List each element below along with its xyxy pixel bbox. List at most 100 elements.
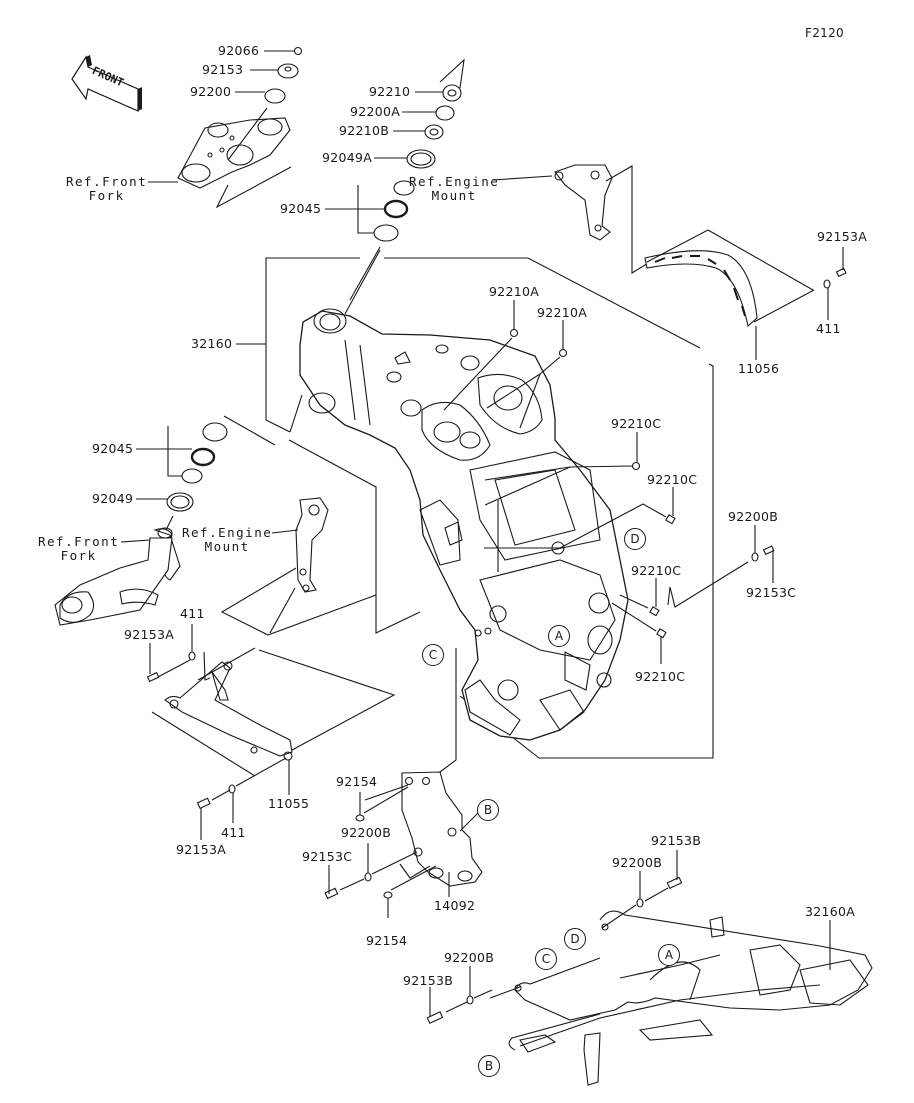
bolt-92153b-right (667, 850, 681, 888)
callout-c-subframe: C (535, 948, 557, 970)
bracket-11056 (645, 230, 814, 360)
washer-92200b-right (752, 525, 758, 561)
screw-92154-bottom (384, 892, 392, 918)
ref-front-fork-top-line1: Ref.Front (66, 174, 148, 189)
washer-411-left (158, 624, 210, 680)
ref-engine-mount-top[interactable]: Ref.Engine Mount (409, 175, 499, 203)
nut-92210c-4 (612, 603, 666, 664)
seal-92049a (407, 150, 435, 168)
ref-engine-mount-mid-line2: Mount (204, 539, 250, 554)
bolt-92153a-left (148, 643, 159, 681)
steering-nut-92210 (440, 60, 464, 101)
main-frame-32160 (300, 250, 628, 740)
lower-triple-clamp (55, 528, 180, 625)
part-label-92200a[interactable]: 92200A (350, 104, 401, 119)
callout-d-subframe: D (564, 928, 586, 950)
callout-a-subframe: A (658, 944, 680, 966)
part-label-92049a[interactable]: 92049A (322, 150, 373, 165)
bolt-92153a-top-right (837, 247, 846, 276)
washer-92200 (265, 89, 285, 103)
part-label-92210a-2[interactable]: 92210A (537, 305, 588, 320)
part-label-92154-bottom[interactable]: 92154 (366, 933, 408, 948)
part-label-92200b-bottom-right[interactable]: 92200B (612, 855, 663, 870)
washer-92200b-mid (365, 843, 417, 881)
front-direction-arrow: FRONT (68, 55, 142, 119)
part-label-92210c-2[interactable]: 92210C (647, 472, 698, 487)
washer-92200b-bottom-mid (467, 966, 492, 1004)
ref-engine-mount-top-line1: Ref.Engine (409, 174, 500, 189)
part-label-92153a-bottom-left[interactable]: 92153A (176, 842, 227, 857)
part-label-411-bottom-left[interactable]: 411 (221, 825, 246, 840)
ref-front-fork-mid[interactable]: Ref.Front Fork (38, 535, 119, 563)
part-label-32160[interactable]: 32160 (191, 336, 233, 351)
part-label-92200b-bottom-mid[interactable]: 92200B (444, 950, 495, 965)
ref-front-fork-mid-line2: Fork (60, 548, 97, 563)
part-label-92045-mid[interactable]: 92045 (92, 441, 134, 456)
bracket-11055 (152, 648, 394, 776)
part-label-92153a-left[interactable]: 92153A (124, 627, 175, 642)
part-label-32160a[interactable]: 32160A (805, 904, 856, 919)
ref-engine-mount-mid[interactable]: Ref.Engine Mount (182, 526, 272, 554)
callout-c-frame: C (422, 644, 444, 666)
plug-92066 (295, 48, 302, 55)
part-label-92210c-1[interactable]: 92210C (611, 416, 662, 431)
part-label-92153c-mid[interactable]: 92153C (302, 849, 353, 864)
part-label-92153c-right[interactable]: 92153C (746, 585, 797, 600)
screw-92154-top (356, 792, 364, 821)
bracket-14092 (364, 648, 482, 897)
part-label-92066[interactable]: 92066 (218, 43, 260, 58)
ref-engine-mount-mid-line1: Ref.Engine (182, 525, 273, 540)
part-label-92210c-4[interactable]: 92210C (635, 669, 686, 684)
washer-92200b-bottom-right (637, 871, 668, 907)
part-label-92045-top[interactable]: 92045 (280, 201, 322, 216)
part-label-11056[interactable]: 11056 (738, 361, 780, 376)
part-label-14092[interactable]: 14092 (434, 898, 476, 913)
part-label-92154-top[interactable]: 92154 (336, 774, 378, 789)
callout-b-subframe: B (478, 1055, 500, 1077)
bolt-92153c-right (764, 546, 774, 583)
bearing-set-92045-top (350, 181, 414, 300)
part-label-92210c-3[interactable]: 92210C (631, 563, 682, 578)
engine-mount-top (555, 165, 650, 273)
ref-front-fork-top-line2: Fork (88, 188, 125, 203)
nut-92210a-2 (487, 320, 567, 428)
callout-b-bracket: B (477, 799, 499, 821)
part-label-92210a-1[interactable]: 92210A (489, 284, 540, 299)
washer-411-bottom-left (229, 758, 286, 823)
nut-92210c-1 (485, 432, 640, 505)
cap-nut-92153 (278, 64, 298, 78)
part-label-11055[interactable]: 11055 (268, 796, 310, 811)
part-label-92153a-top-right[interactable]: 92153A (817, 229, 868, 244)
nut-92210a-1 (444, 300, 518, 410)
locknut-92210b (425, 125, 443, 139)
part-label-92049[interactable]: 92049 (92, 491, 134, 506)
part-label-92210[interactable]: 92210 (369, 84, 411, 99)
bearing-set-92045-mid (168, 416, 275, 483)
callout-a-frame: A (548, 625, 570, 647)
part-label-92153b-bottom-mid[interactable]: 92153B (403, 973, 454, 988)
washer-411-top-right (824, 280, 830, 320)
figure-code: F2120 (805, 26, 844, 40)
seal-92049 (166, 493, 193, 530)
nut-92210c-2 (560, 487, 675, 548)
bolt-92153b-bottom-mid (427, 987, 467, 1023)
ref-front-fork-mid-line1: Ref.Front (38, 534, 120, 549)
bolt-92153a-bottom-left (198, 760, 289, 840)
washer-92200a (436, 106, 454, 120)
part-label-92200b-right[interactable]: 92200B (728, 509, 779, 524)
engine-mount-mid (222, 498, 376, 635)
ref-engine-mount-top-line2: Mount (431, 188, 477, 203)
upper-triple-clamp (178, 108, 291, 207)
part-label-92200[interactable]: 92200 (190, 84, 232, 99)
part-label-92210b[interactable]: 92210B (339, 123, 390, 138)
part-label-92153[interactable]: 92153 (202, 62, 244, 77)
bolt-92153c-mid (325, 865, 364, 898)
ref-front-fork-top[interactable]: Ref.Front Fork (66, 175, 147, 203)
part-label-92200b-mid[interactable]: 92200B (341, 825, 392, 840)
callout-d-frame: D (624, 528, 646, 550)
part-label-411-left[interactable]: 411 (180, 606, 205, 621)
rear-subframe-32160a (490, 905, 872, 1085)
part-label-92153b-right[interactable]: 92153B (651, 833, 702, 848)
part-label-411-top-right[interactable]: 411 (816, 321, 841, 336)
